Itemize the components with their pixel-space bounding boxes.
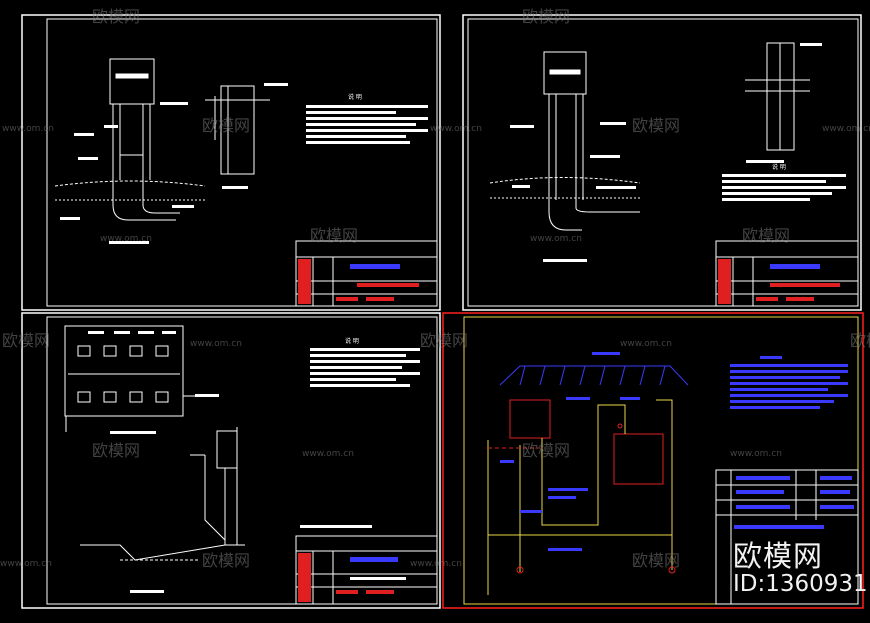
watermark-text: 欧模网 [420, 331, 468, 350]
sheet-3-riser [80, 427, 245, 561]
sheet-2-title-block [715, 240, 859, 307]
watermark-text: 欧模网 [202, 116, 250, 135]
watermark-text: 欧模网 [202, 551, 250, 570]
sheet-3-meter-box [64, 325, 215, 432]
watermark-text: 欧模网 [92, 441, 140, 460]
watermark-url: www.om.cn [730, 449, 782, 459]
inner-frame-selected [463, 316, 859, 605]
sheet-3-notes-title: 说 明 [345, 337, 359, 345]
watermark-text: 欧模网 [522, 441, 570, 460]
brand-logo-text: 欧模网 [733, 539, 824, 573]
sheet-2-notes-title: 说 明 [772, 163, 786, 171]
sheet-3-labels [88, 331, 219, 593]
sheet-1-detail [54, 58, 270, 221]
sheet-4-title-block [715, 469, 859, 605]
sheet-frame-bottom-left [21, 312, 441, 609]
watermark-url: www.om.cn [0, 559, 52, 569]
watermark-url: www.om.cn [530, 234, 582, 244]
sheet-2-labels [510, 43, 822, 262]
watermark-text: 欧模网 [92, 7, 140, 26]
watermark-text: 欧模网 [522, 7, 570, 26]
watermark-url: www.om.cn [620, 339, 672, 349]
sheet-frame-bottom-right-selected[interactable] [442, 312, 864, 609]
sheet-1-notes-title: 说 明 [348, 93, 362, 101]
watermark-text: 欧模网 [2, 331, 50, 350]
sheet-4-labels [500, 352, 640, 551]
sheet-1-title-block [295, 240, 438, 307]
sheet-2-detail [489, 42, 810, 231]
sheet-4-notes [730, 356, 848, 409]
watermark-url: www.om.cn [190, 339, 242, 349]
watermark-text: 欧模网 [742, 226, 790, 245]
watermark-text: 欧模网 [632, 116, 680, 135]
watermark-layer: 欧模网 欧模网 欧模网 欧模网 欧模网 欧模网 欧模网 欧模网 欧模网 欧模网 … [0, 7, 870, 570]
sheet-frame-top-right [462, 14, 862, 311]
watermark-text: 欧模网 [632, 551, 680, 570]
sheet-frame-top-left [21, 14, 441, 311]
watermark-url: www.om.cn [410, 559, 462, 569]
watermark-text: 欧模网 [310, 226, 358, 245]
sheet-frames [21, 14, 862, 609]
watermark-url: www.om.cn [100, 234, 152, 244]
sheet-3-title-block [295, 535, 438, 605]
watermark-url: www.om.cn [2, 124, 54, 134]
sheet-1-notes: 说 明 [306, 93, 428, 144]
sheet-1-labels [60, 83, 288, 244]
sheet-2-notes: 说 明 [722, 163, 846, 201]
watermark-url: www.om.cn [430, 124, 482, 134]
watermark-text: 欧模网 [850, 331, 870, 350]
sheet-3-notes: 说 明 [300, 337, 420, 528]
watermark-url: www.om.cn [822, 124, 870, 134]
inner-frames [46, 18, 859, 605]
asset-id-label: ID:1360931 [733, 571, 868, 597]
watermark-url: www.om.cn [302, 449, 354, 459]
